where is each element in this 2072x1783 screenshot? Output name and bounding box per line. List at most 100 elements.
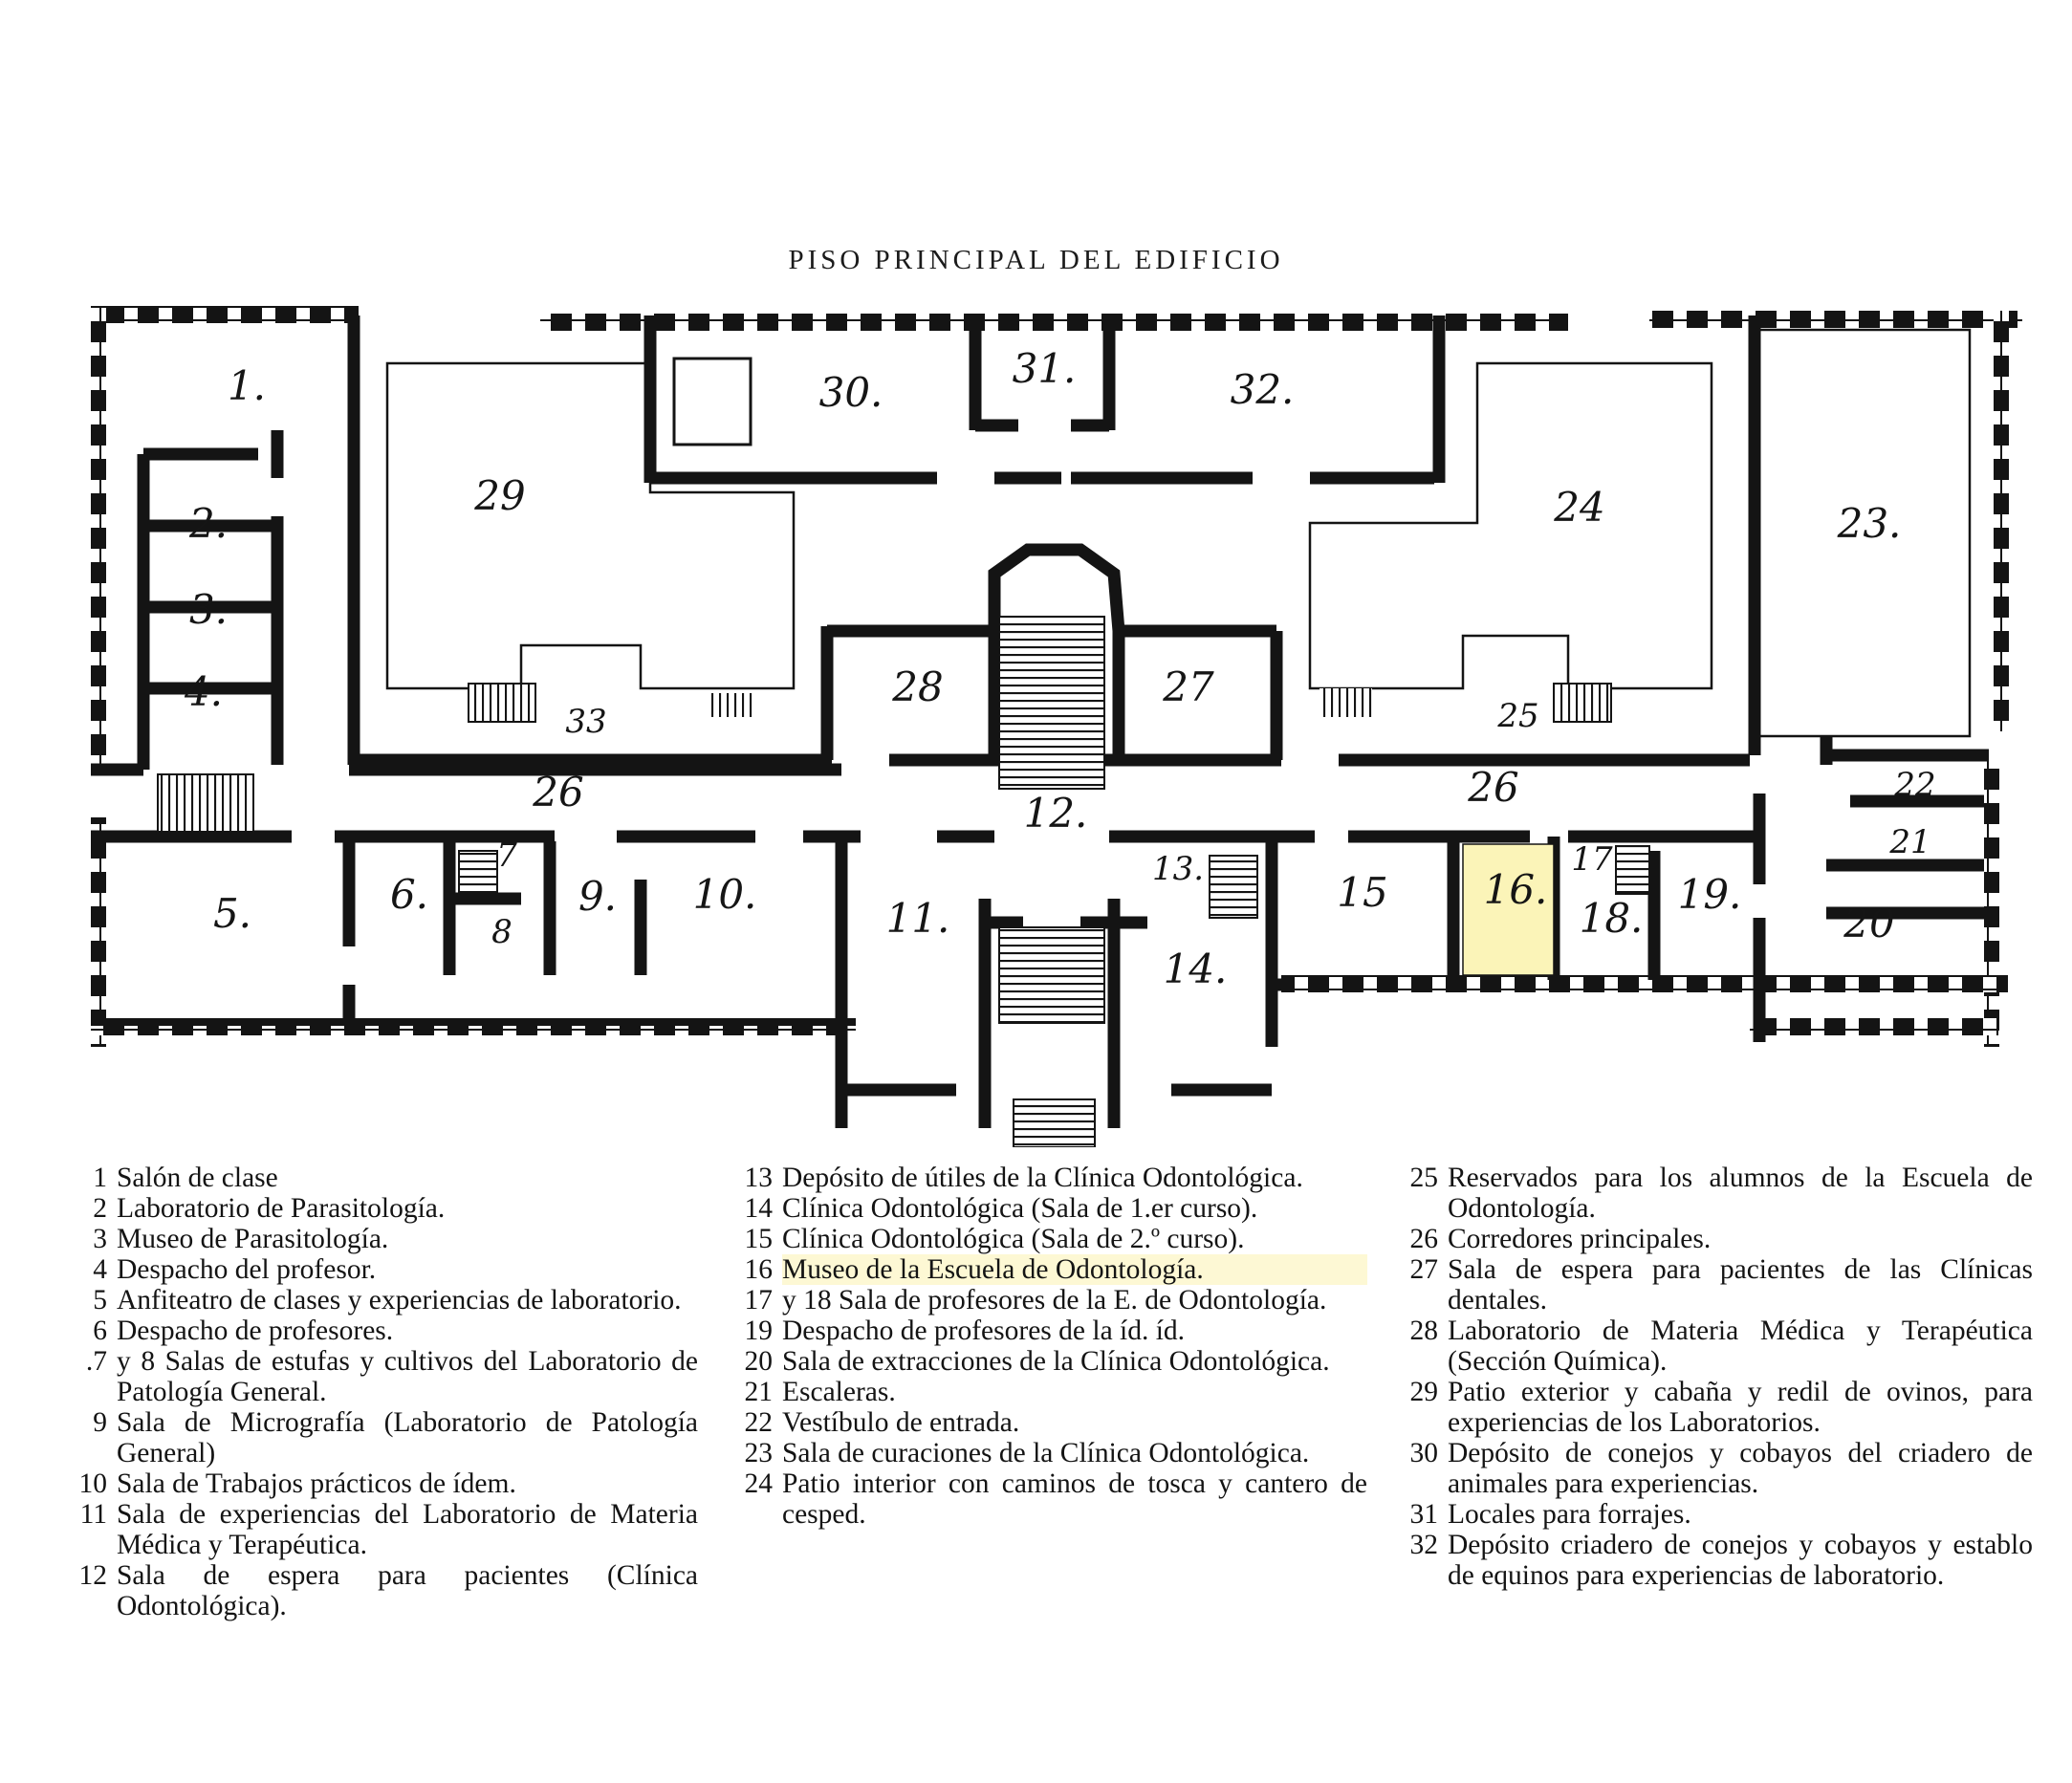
- room-label-27: 27: [1162, 663, 1214, 710]
- legend-number: 30: [1409, 1438, 1439, 1468]
- legend-text: Laboratorio de Materia Médica y Terapéut…: [1448, 1316, 2033, 1377]
- legend-text: Salón de clase: [117, 1163, 278, 1193]
- floor-plan: 1. 2. 3. 4. 5. 6. 7 8 9. 10. 11. 12. 13.…: [91, 306, 2022, 1147]
- inner-walls: [91, 315, 1989, 1128]
- legend-number: 10: [78, 1468, 108, 1499]
- room-label-1: 1.: [228, 362, 266, 409]
- room-label-25: 25: [1496, 697, 1538, 735]
- legend-text: Sala de espera para pacientes (Clínica O…: [117, 1560, 698, 1621]
- legend-text: y 8 Salas de estufas y cultivos del Labo…: [117, 1346, 698, 1407]
- legend-number: 15: [744, 1224, 774, 1254]
- legend-item: 28 Laboratorio de Materia Médica y Terapé…: [1402, 1316, 2034, 1377]
- legend-item: 10 Sala de Trabajos prácticos de ídem.: [75, 1468, 698, 1499]
- legend-number: 25: [1409, 1163, 1439, 1193]
- room-label-28: 28: [891, 663, 943, 710]
- legend-number: 22: [744, 1407, 774, 1438]
- legend-item: 6 Despacho de profesores.: [75, 1316, 698, 1346]
- legend-number: 26: [1409, 1224, 1439, 1254]
- legend-text: Patio interior con caminos de tosca y ca…: [782, 1468, 1367, 1530]
- plan-title: PISO PRINCIPAL DEL EDIFICIO: [788, 245, 1284, 275]
- legend-text: Corredores principales.: [1448, 1224, 1712, 1254]
- legend-item: 2 Laboratorio de Parasitología.: [75, 1193, 698, 1224]
- legend-item: 30 Depósito de conejos y cobayos del cria…: [1402, 1438, 2034, 1499]
- legend-text: Depósito de conejos y cobayos del criade…: [1448, 1438, 2033, 1499]
- legend-text: Patio exterior y cabaña y redil de ovino…: [1448, 1377, 2033, 1438]
- room-label-29: 29: [473, 472, 525, 519]
- legend-text: Museo de Parasitología.: [117, 1224, 389, 1254]
- room-label-4: 4.: [184, 668, 223, 715]
- legend-text: Laboratorio de Parasitología.: [117, 1193, 446, 1224]
- legend-text: Vestíbulo de entrada.: [782, 1407, 1020, 1438]
- legend-text: Despacho de profesores.: [117, 1316, 394, 1346]
- legend-number: 19: [744, 1316, 774, 1346]
- legend-number: 17: [744, 1285, 774, 1316]
- stairwells: [157, 357, 1650, 1147]
- legend-item: 29 Patio exterior y cabaña y redil de ovi…: [1402, 1377, 2034, 1438]
- legend-text: Despacho del profesor.: [117, 1254, 377, 1285]
- room-label-2: 2.: [188, 500, 228, 547]
- legend-item: 12 Sala de espera para pacientes (Clínica…: [75, 1560, 699, 1621]
- legend-number: 32: [1409, 1530, 1439, 1560]
- room-label-11: 11.: [886, 895, 950, 942]
- legend-number: 20: [744, 1346, 774, 1377]
- room-label-8: 8: [491, 913, 513, 951]
- legend-number: 6: [93, 1316, 107, 1346]
- legend-item: 5 Anfiteatro de clases y experiencias de …: [75, 1285, 698, 1316]
- room-label-23: 23.: [1837, 500, 1902, 547]
- legend-text: Depósito criadero de conejos y cobayos y…: [1448, 1530, 2033, 1591]
- room-label-33: 33: [565, 703, 606, 741]
- legend-item: 1 Salón de clase: [75, 1163, 698, 1193]
- legend-text: Sala de espera para pacientes de las Clí…: [1448, 1254, 2033, 1316]
- legend-text: Depósito de útiles de la Clínica Odontol…: [782, 1163, 1303, 1193]
- legend-item: 22 Vestíbulo de entrada.: [736, 1407, 1367, 1438]
- legend-text: Despacho de profesores de la íd. íd.: [782, 1316, 1186, 1346]
- legend-number: 5: [93, 1285, 107, 1316]
- legend-text: Sala de experiencias del Laboratorio de …: [117, 1499, 698, 1560]
- legend-number: 28: [1409, 1316, 1439, 1346]
- legend-number: 12: [78, 1560, 108, 1591]
- room-label-13: 13.: [1152, 850, 1204, 888]
- room-label-9: 9.: [578, 873, 617, 920]
- legend-number: 9: [93, 1407, 107, 1438]
- legend-item: .7 y 8 Salas de estufas y cultivos del La…: [75, 1346, 698, 1407]
- legend-number: 2: [93, 1193, 107, 1224]
- room-label-6: 6.: [390, 871, 428, 918]
- legend-number: 23: [744, 1438, 774, 1468]
- legend-number: 29: [1409, 1377, 1439, 1407]
- legend-item: 20 Sala de extracciones de la Clínica Odo…: [736, 1346, 1367, 1377]
- room-label-19: 19.: [1678, 871, 1742, 918]
- room-label-21: 21: [1888, 823, 1930, 861]
- room-label-14: 14.: [1164, 946, 1228, 992]
- legend-item: 17 y 18 Sala de profesores de la E. de Od…: [736, 1285, 1367, 1316]
- legend-text: Clínica Odontológica (Sala de 1.er curso…: [782, 1193, 1258, 1224]
- legend-text: y 18 Sala de profesores de la E. de Odon…: [782, 1285, 1327, 1316]
- legend-text: Sala de Trabajos prácticos de ídem.: [117, 1468, 516, 1499]
- room-label-26-right: 26: [1467, 764, 1518, 811]
- legend-number: 1: [93, 1163, 107, 1193]
- room-label-20: 20: [1843, 900, 1894, 946]
- room-label-7: 7: [496, 837, 517, 875]
- legend-number: 16: [744, 1254, 774, 1285]
- legend-number: 11: [79, 1499, 107, 1530]
- legend-number: .7: [85, 1346, 107, 1377]
- legend-item: 26 Corredores principales.: [1402, 1224, 2033, 1254]
- room-label-26-left: 26: [532, 769, 583, 815]
- room-label-30: 30.: [819, 369, 883, 416]
- legend-text: Anfiteatro de clases y experiencias de l…: [117, 1285, 682, 1316]
- legend-item: 11 Sala de experiencias del Laboratorio d…: [75, 1499, 698, 1560]
- legend-text: Sala de extracciones de la Clínica Odont…: [782, 1346, 1330, 1377]
- room-labels: 1. 2. 3. 4. 5. 6. 7 8 9. 10. 11. 12. 13.…: [184, 345, 1936, 992]
- room-label-18: 18.: [1580, 895, 1644, 942]
- room-label-32: 32.: [1231, 366, 1295, 413]
- legend-number: 21: [744, 1377, 774, 1407]
